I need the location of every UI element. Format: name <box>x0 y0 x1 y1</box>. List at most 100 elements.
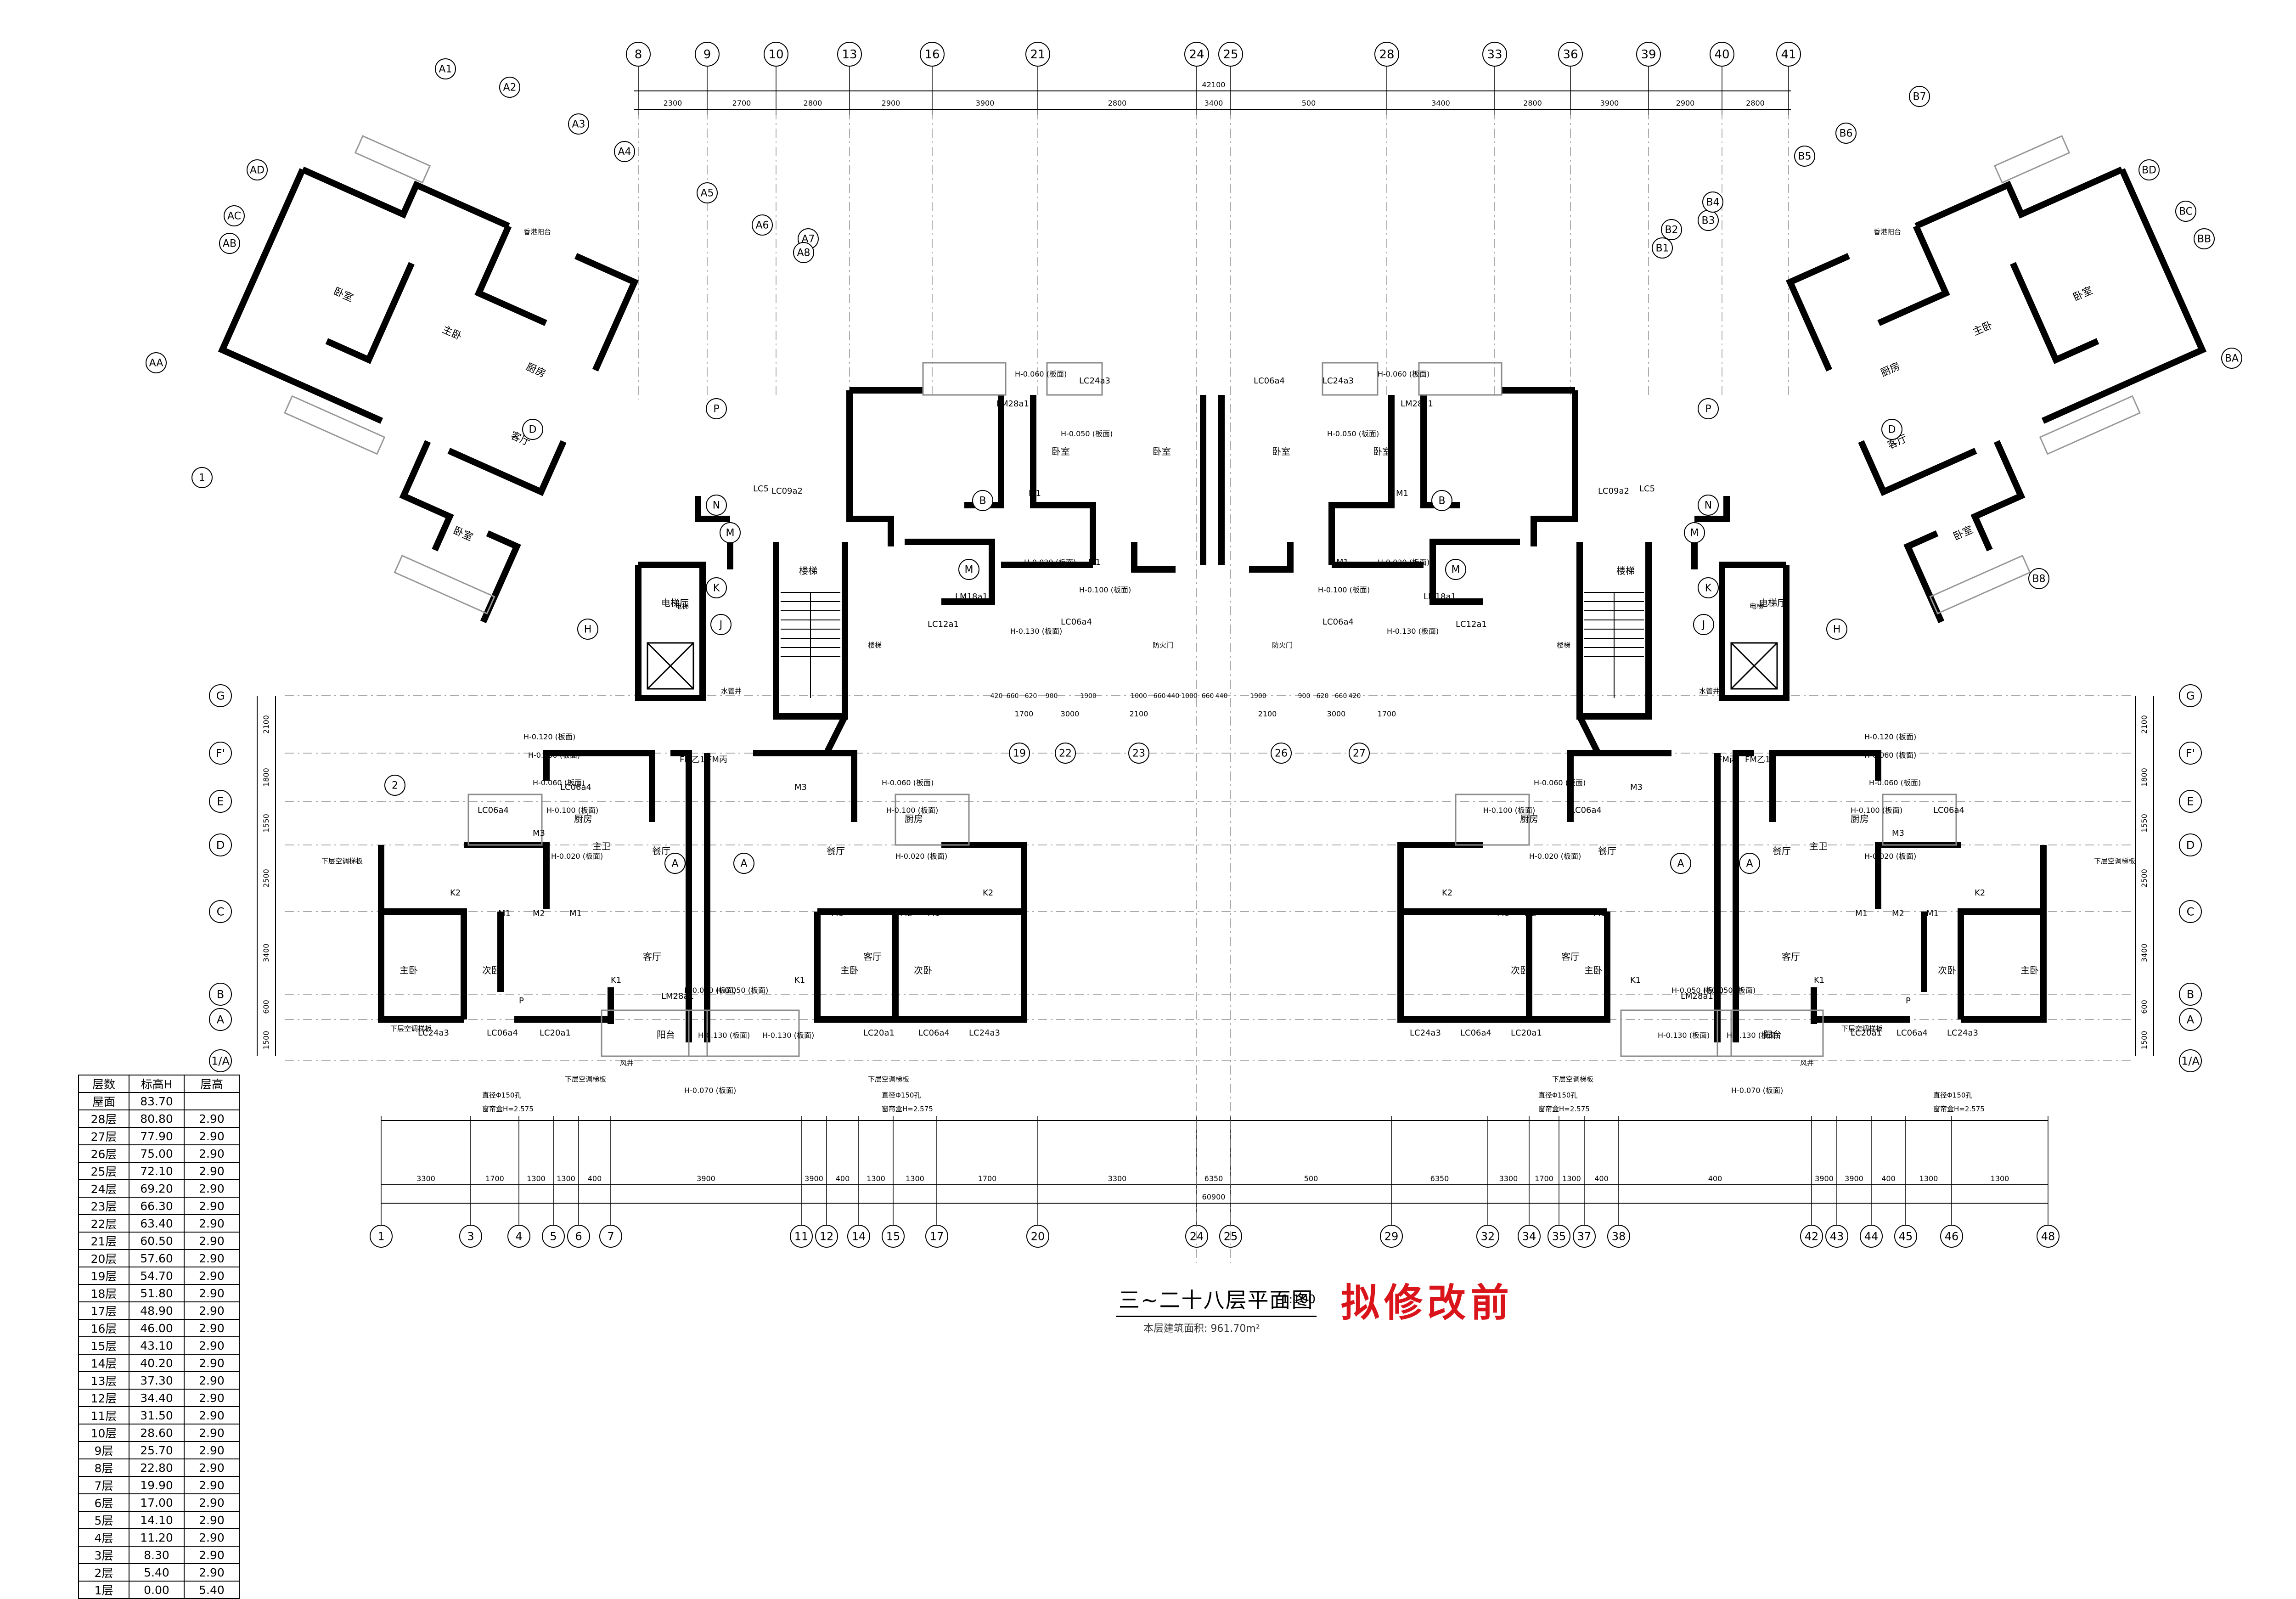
elevation-note: H-0.070 (板面) <box>684 1086 736 1095</box>
window-code: LC20a1 <box>1851 1028 1882 1038</box>
unit-tag-label: M <box>965 564 974 576</box>
floor-height-cell: 2.90 <box>184 1493 240 1512</box>
room-label: 电梯厅 <box>661 597 689 608</box>
floor-height-cell: 2.90 <box>184 1389 240 1407</box>
left-wing-row-bubble-label: P <box>713 404 719 415</box>
top-axis-bubble: 25 <box>1218 42 1243 67</box>
right-wing-row-bubble: N <box>1698 495 1719 516</box>
equipment-note: 风井 <box>620 1059 634 1067</box>
bottom-axis-bubble: 3 <box>459 1225 482 1248</box>
mid-axis-bubble: 19 <box>1009 743 1030 764</box>
mid-dim-text: 1900 <box>1080 693 1097 700</box>
floor-name-cell: 25层 <box>78 1162 129 1180</box>
floor-name-cell: 14层 <box>78 1354 129 1372</box>
door-code: K2 <box>983 888 993 898</box>
bottom-axis-bubble: 35 <box>1548 1225 1570 1248</box>
left-dim-text: 2500 <box>262 869 270 888</box>
floor-table-header: 层数 标高H 层高 <box>78 1075 240 1093</box>
window-code: LC09a2 <box>1598 486 1629 496</box>
floor-name-cell: 22层 <box>78 1214 129 1233</box>
left-wing-axis-bubble: A6 <box>752 214 773 236</box>
door-code: P <box>519 996 524 1006</box>
bottom-dim-text: 1300 <box>906 1174 924 1183</box>
mid-dim-text: 440 <box>1167 693 1180 700</box>
bottom-dim-text: 400 <box>1708 1174 1722 1183</box>
top-dimension-lines <box>634 90 1791 110</box>
right-wing-axis-bubble-label: B5 <box>1798 151 1811 163</box>
right-dim-text: 3400 <box>2140 944 2149 963</box>
revision-stamp: 拟修改前 <box>1341 1280 1514 1325</box>
mid-axis-bubble: 26 <box>1271 743 1292 764</box>
right-wing-axis-bubble: B1 <box>1652 237 1673 259</box>
door-code: M1 <box>1855 909 1868 918</box>
floor-name-cell: 3层 <box>78 1546 129 1564</box>
floor-name-cell: 8层 <box>78 1458 129 1477</box>
room-label: 阳台 <box>1763 1029 1782 1040</box>
bottom-dim-text: 3300 <box>416 1174 435 1183</box>
bottom-axis-bubble-label: 42 <box>1805 1230 1819 1243</box>
room-label: 楼梯 <box>1616 565 1635 576</box>
right-row-bubble-label: F' <box>2186 747 2195 760</box>
floor-name-cell: 13层 <box>78 1371 129 1390</box>
left-wing-axis-bubble: A3 <box>568 113 589 135</box>
bottom-axis-bubble-label: 4 <box>515 1230 522 1243</box>
unit-tag: M <box>958 559 979 580</box>
floor-name-cell: 4层 <box>78 1528 129 1547</box>
top-axis-bubble: 41 <box>1776 42 1801 67</box>
unit-tag: D <box>522 419 543 440</box>
bottom-axis-bubble: 12 <box>815 1225 838 1248</box>
door-code: M1 <box>569 909 582 918</box>
floor-elevation-cell: 34.40 <box>129 1389 185 1407</box>
top-axis-bubble-label: 39 <box>1641 48 1656 62</box>
top-axis-bubble: 21 <box>1025 42 1050 67</box>
door-code: K1 <box>794 975 805 985</box>
elevation-note: H-0.120 (板面) <box>1864 732 1916 741</box>
mid-axis-bubble-label: 22 <box>1059 748 1072 760</box>
equipment-note: 窗帘盒H=2.575 <box>882 1105 933 1113</box>
bottom-axis-bubble: 25 <box>1219 1225 1242 1248</box>
equipment-note: 窗帘盒H=2.575 <box>1933 1105 1985 1113</box>
floor-height-cell: 2.90 <box>184 1528 240 1547</box>
mid-axis-bubble: 23 <box>1128 743 1149 764</box>
room-label: 客厅 <box>643 951 661 962</box>
floor-height-cell: 2.90 <box>184 1441 240 1459</box>
equipment-note: 下层空调梯板 <box>321 857 363 865</box>
window-code: LC24a3 <box>1410 1028 1441 1038</box>
bottom-axis-bubble-label: 17 <box>930 1230 944 1243</box>
elevation-note: H-0.020 (板面) <box>551 852 603 861</box>
right-row-bubble-label: A <box>2187 1013 2195 1026</box>
window-code: LM28a1 <box>661 991 694 1001</box>
floor-height-cell: 2.90 <box>184 1406 240 1424</box>
bottom-dim-text: 400 <box>836 1174 850 1183</box>
elevation-note: H-0.020 (板面) <box>1864 852 1916 861</box>
elevation-note: H-0.060 (板面) <box>1378 370 1429 378</box>
left-wing-axis-bubble: A4 <box>614 141 635 162</box>
floor-elevation-cell: 19.90 <box>129 1476 185 1494</box>
unit-tag-label: A <box>671 858 678 870</box>
bottom-axis-bubble: 17 <box>925 1225 948 1248</box>
elevation-note: H-0.050 (板面) <box>684 986 736 995</box>
floor-col-header: 层数 <box>78 1075 129 1093</box>
left-wing-row-bubble-label: H <box>584 624 592 636</box>
mid-dim-text: 900 <box>1298 693 1311 700</box>
bottom-axis-bubble: 1 <box>370 1225 393 1248</box>
left-row-bubble: E <box>209 790 232 813</box>
bottom-dim-text: 6350 <box>1204 1174 1223 1183</box>
right-wing-axis-bubble-label: B3 <box>1701 215 1715 227</box>
floor-elevation-cell: 54.70 <box>129 1267 185 1285</box>
top-dim-text: 2800 <box>1108 99 1127 107</box>
floor-elevation-cell: 63.40 <box>129 1214 185 1233</box>
top-dim-text: 2300 <box>664 99 682 107</box>
mid-axis-bubble: 22 <box>1055 743 1076 764</box>
left-wing-axis-bubble: A1 <box>435 58 456 79</box>
right-wing-axis-bubble: B2 <box>1661 219 1682 240</box>
room-label: 次卧 <box>914 965 932 976</box>
left-dim-text: 2100 <box>262 715 270 734</box>
right-wing-axis-bubble: BB <box>2194 228 2215 249</box>
